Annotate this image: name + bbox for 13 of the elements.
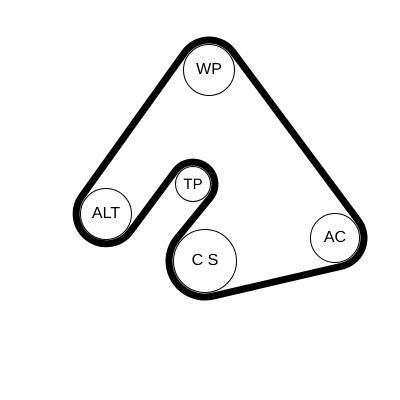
pulley [183,44,235,96]
belt [230,50,362,223]
belt [212,262,342,300]
pulley-label: ALT [92,206,120,222]
pulley-label: C S [192,253,218,269]
pulley [173,229,237,293]
pulley-label: AC [324,230,346,246]
belt [78,50,188,199]
pulley-label: TP [183,176,203,192]
belt [127,168,178,234]
pulley [310,213,360,263]
pulley-label: WP [196,62,222,78]
belt [174,196,213,240]
